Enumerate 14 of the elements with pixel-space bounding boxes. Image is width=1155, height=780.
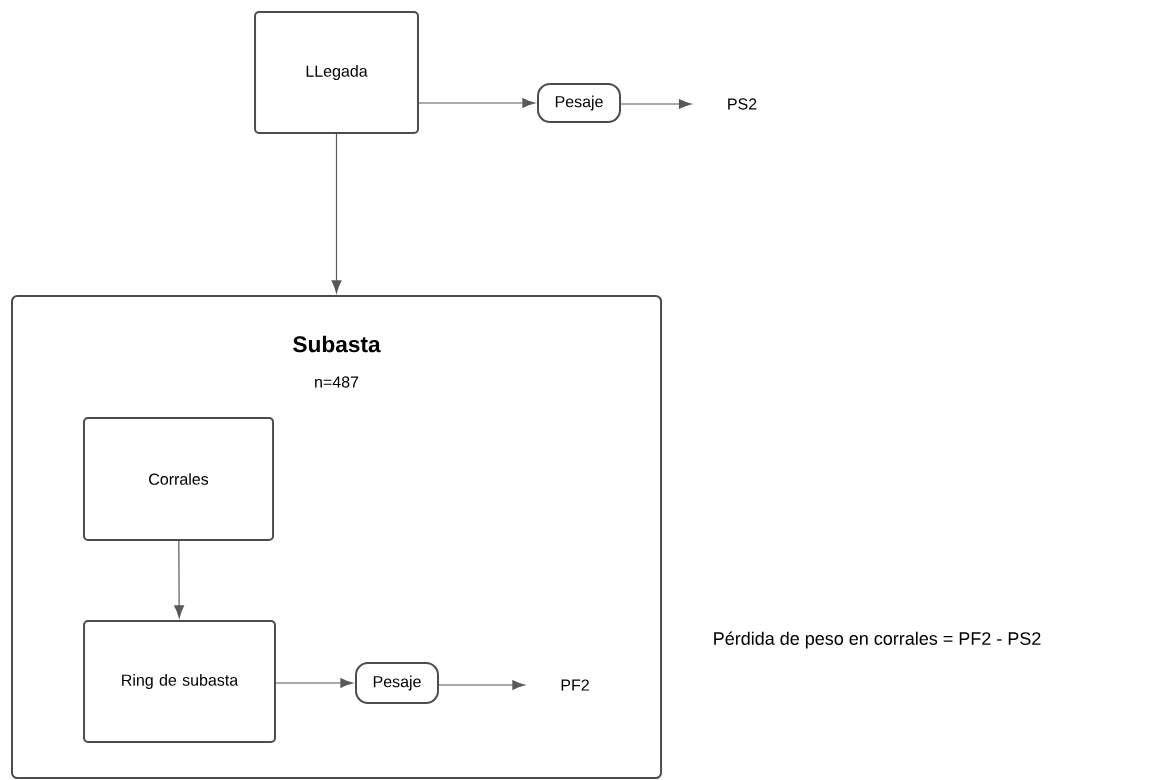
rounded-box: Pesaje — [355, 662, 439, 704]
output-text: PS2 — [728, 98, 757, 110]
arrow — [418, 98, 536, 108]
process-box: LLegada — [254, 10, 419, 135]
rounded-box: Pesaje — [537, 83, 621, 123]
arrow — [438, 680, 526, 690]
arrow — [275, 678, 354, 688]
output-text: PF2 — [561, 679, 589, 691]
formula-text: Pérdida de peso en corrales = PF2 - PS2 — [714, 631, 1041, 649]
arrow — [620, 99, 692, 109]
arrow — [174, 540, 185, 618]
process-box: Corrales — [83, 417, 275, 541]
process-box: Ring de subasta — [83, 619, 276, 744]
arrow — [331, 133, 342, 294]
